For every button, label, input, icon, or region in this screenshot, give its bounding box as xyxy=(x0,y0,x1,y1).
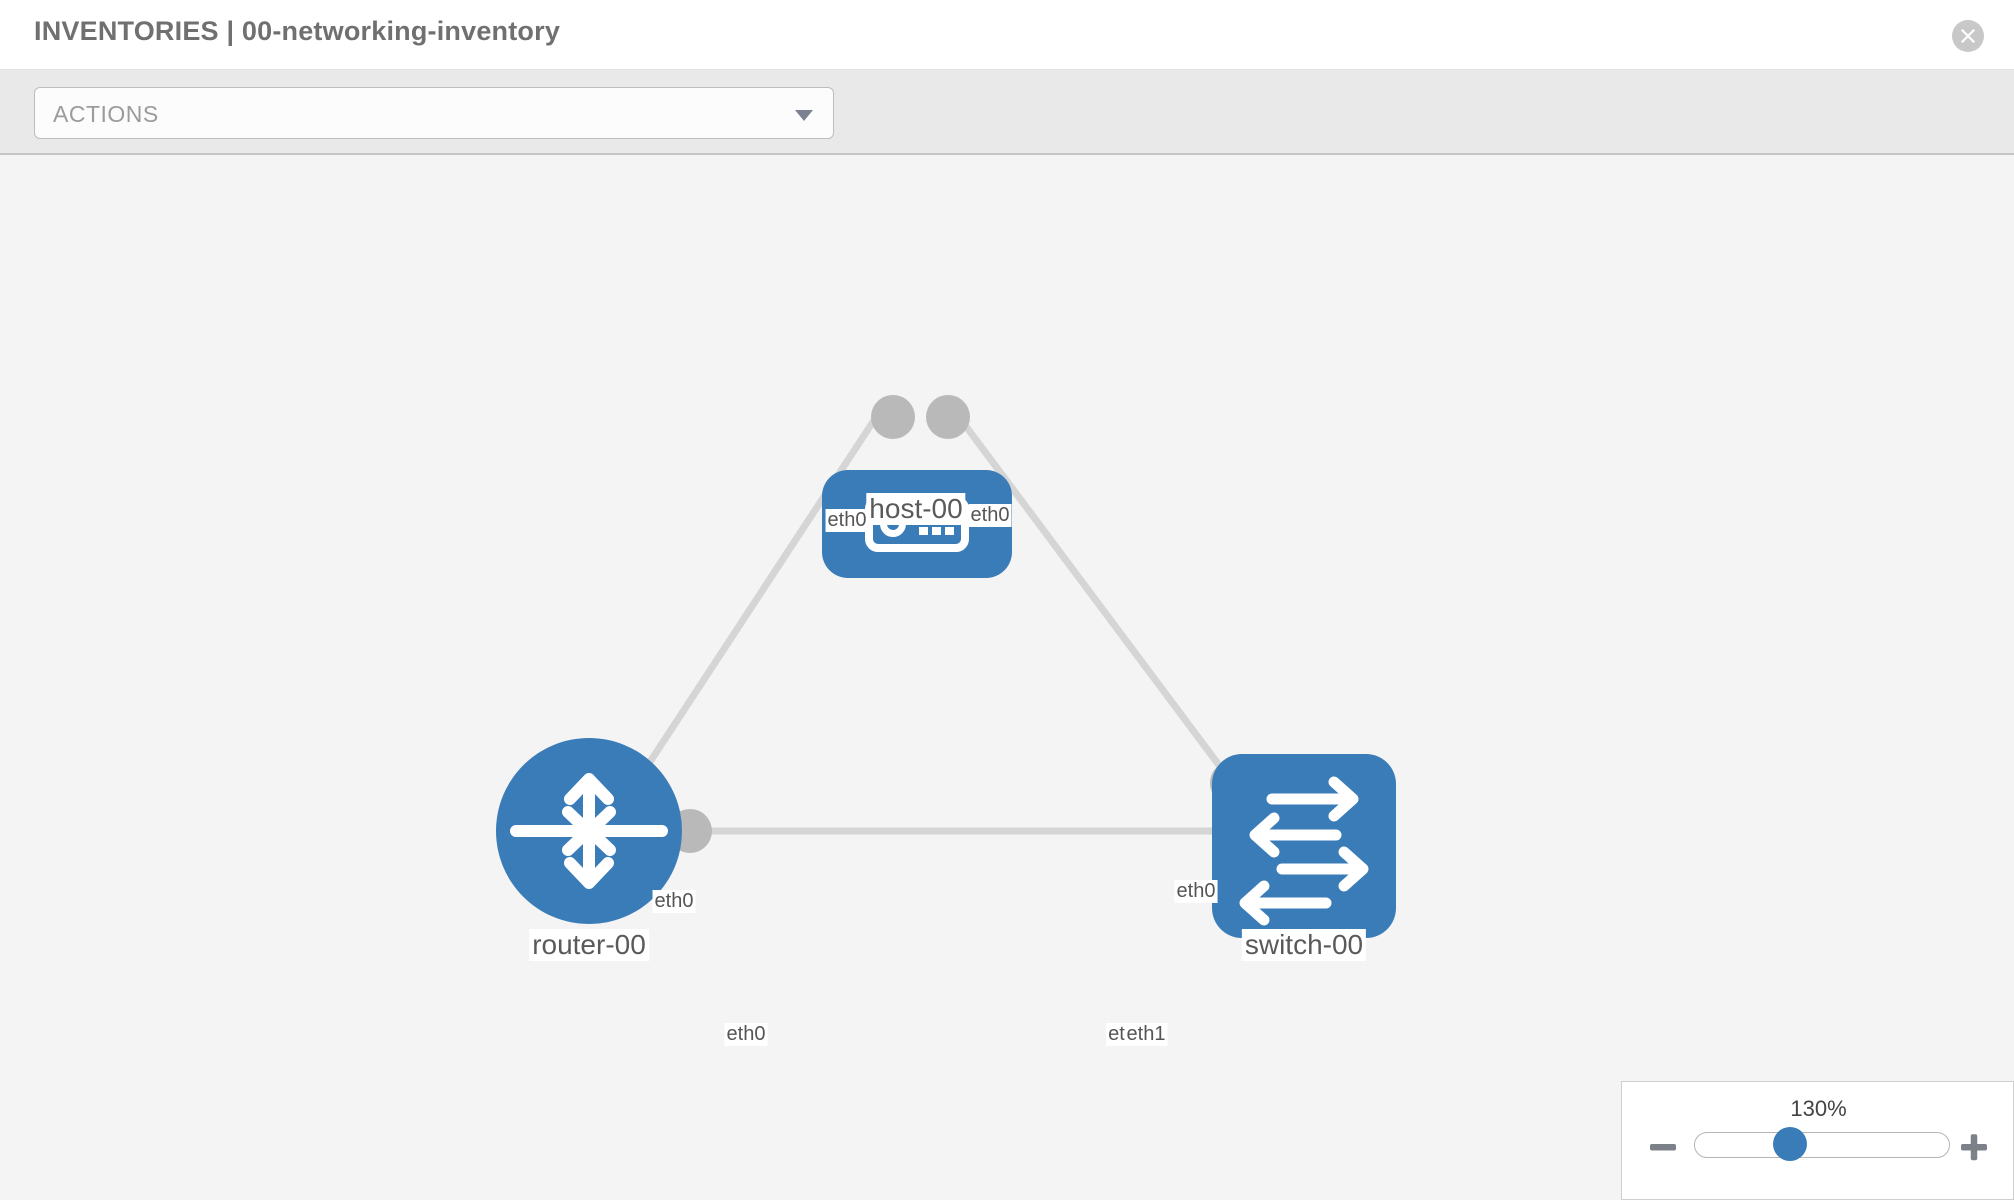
topology-links xyxy=(622,402,1248,835)
node-switch-00[interactable] xyxy=(1212,754,1396,938)
nub-host-eth0-left[interactable] xyxy=(871,395,915,439)
plus-icon xyxy=(1961,1134,1987,1161)
link-host-router[interactable] xyxy=(622,403,887,802)
link-host-switch[interactable] xyxy=(947,402,1248,803)
node-label-switch-00: switch-00 xyxy=(1241,929,1367,961)
close-icon xyxy=(1961,29,1975,43)
node-label-host-00: host-00 xyxy=(866,493,966,525)
topology-canvas[interactable]: host-00 router-00 switch-00 eth0 eth0 et… xyxy=(0,155,2014,1200)
iface-label-host-eth0-right: eth0 xyxy=(968,504,1012,527)
nub-host-eth0-right[interactable] xyxy=(926,395,970,439)
node-label-router-00: router-00 xyxy=(529,929,649,961)
iface-label-router-eth0-uplink: eth0 xyxy=(652,890,696,913)
zoom-control-panel: 130% xyxy=(1621,1081,2014,1200)
zoom-slider-track[interactable] xyxy=(1694,1132,1950,1158)
zoom-out-button[interactable] xyxy=(1646,1130,1680,1164)
iface-label-switch-eth0-uplink: eth0 xyxy=(1174,880,1218,903)
switch-arrows-icon xyxy=(1239,776,1369,926)
iface-label-switch-eth1: eth1 xyxy=(1124,1023,1168,1046)
node-switch-00-shape[interactable] xyxy=(1212,754,1396,938)
close-button[interactable] xyxy=(1952,20,1984,52)
router-arrows-icon xyxy=(510,773,668,889)
interface-nubs xyxy=(668,395,1265,853)
minus-icon xyxy=(1650,1144,1676,1151)
toolbar: ACTIONS xyxy=(0,70,2014,210)
iface-label-router-eth0: eth0 xyxy=(724,1023,768,1046)
actions-dropdown[interactable]: ACTIONS xyxy=(34,87,834,139)
actions-dropdown-label: ACTIONS xyxy=(53,101,159,127)
page-title: INVENTORIES | 00-networking-inventory xyxy=(34,16,561,46)
zoom-in-button[interactable] xyxy=(1957,1130,1991,1164)
zoom-slider-thumb[interactable] xyxy=(1773,1127,1807,1161)
zoom-level-label: 130% xyxy=(1790,1096,1847,1121)
chevron-down-icon xyxy=(795,110,813,121)
topology-graph xyxy=(496,395,1396,938)
page-header: INVENTORIES | 00-networking-inventory xyxy=(0,0,2014,70)
node-router-00[interactable] xyxy=(496,738,682,924)
iface-label-host-eth0-left: eth0 xyxy=(825,509,869,532)
